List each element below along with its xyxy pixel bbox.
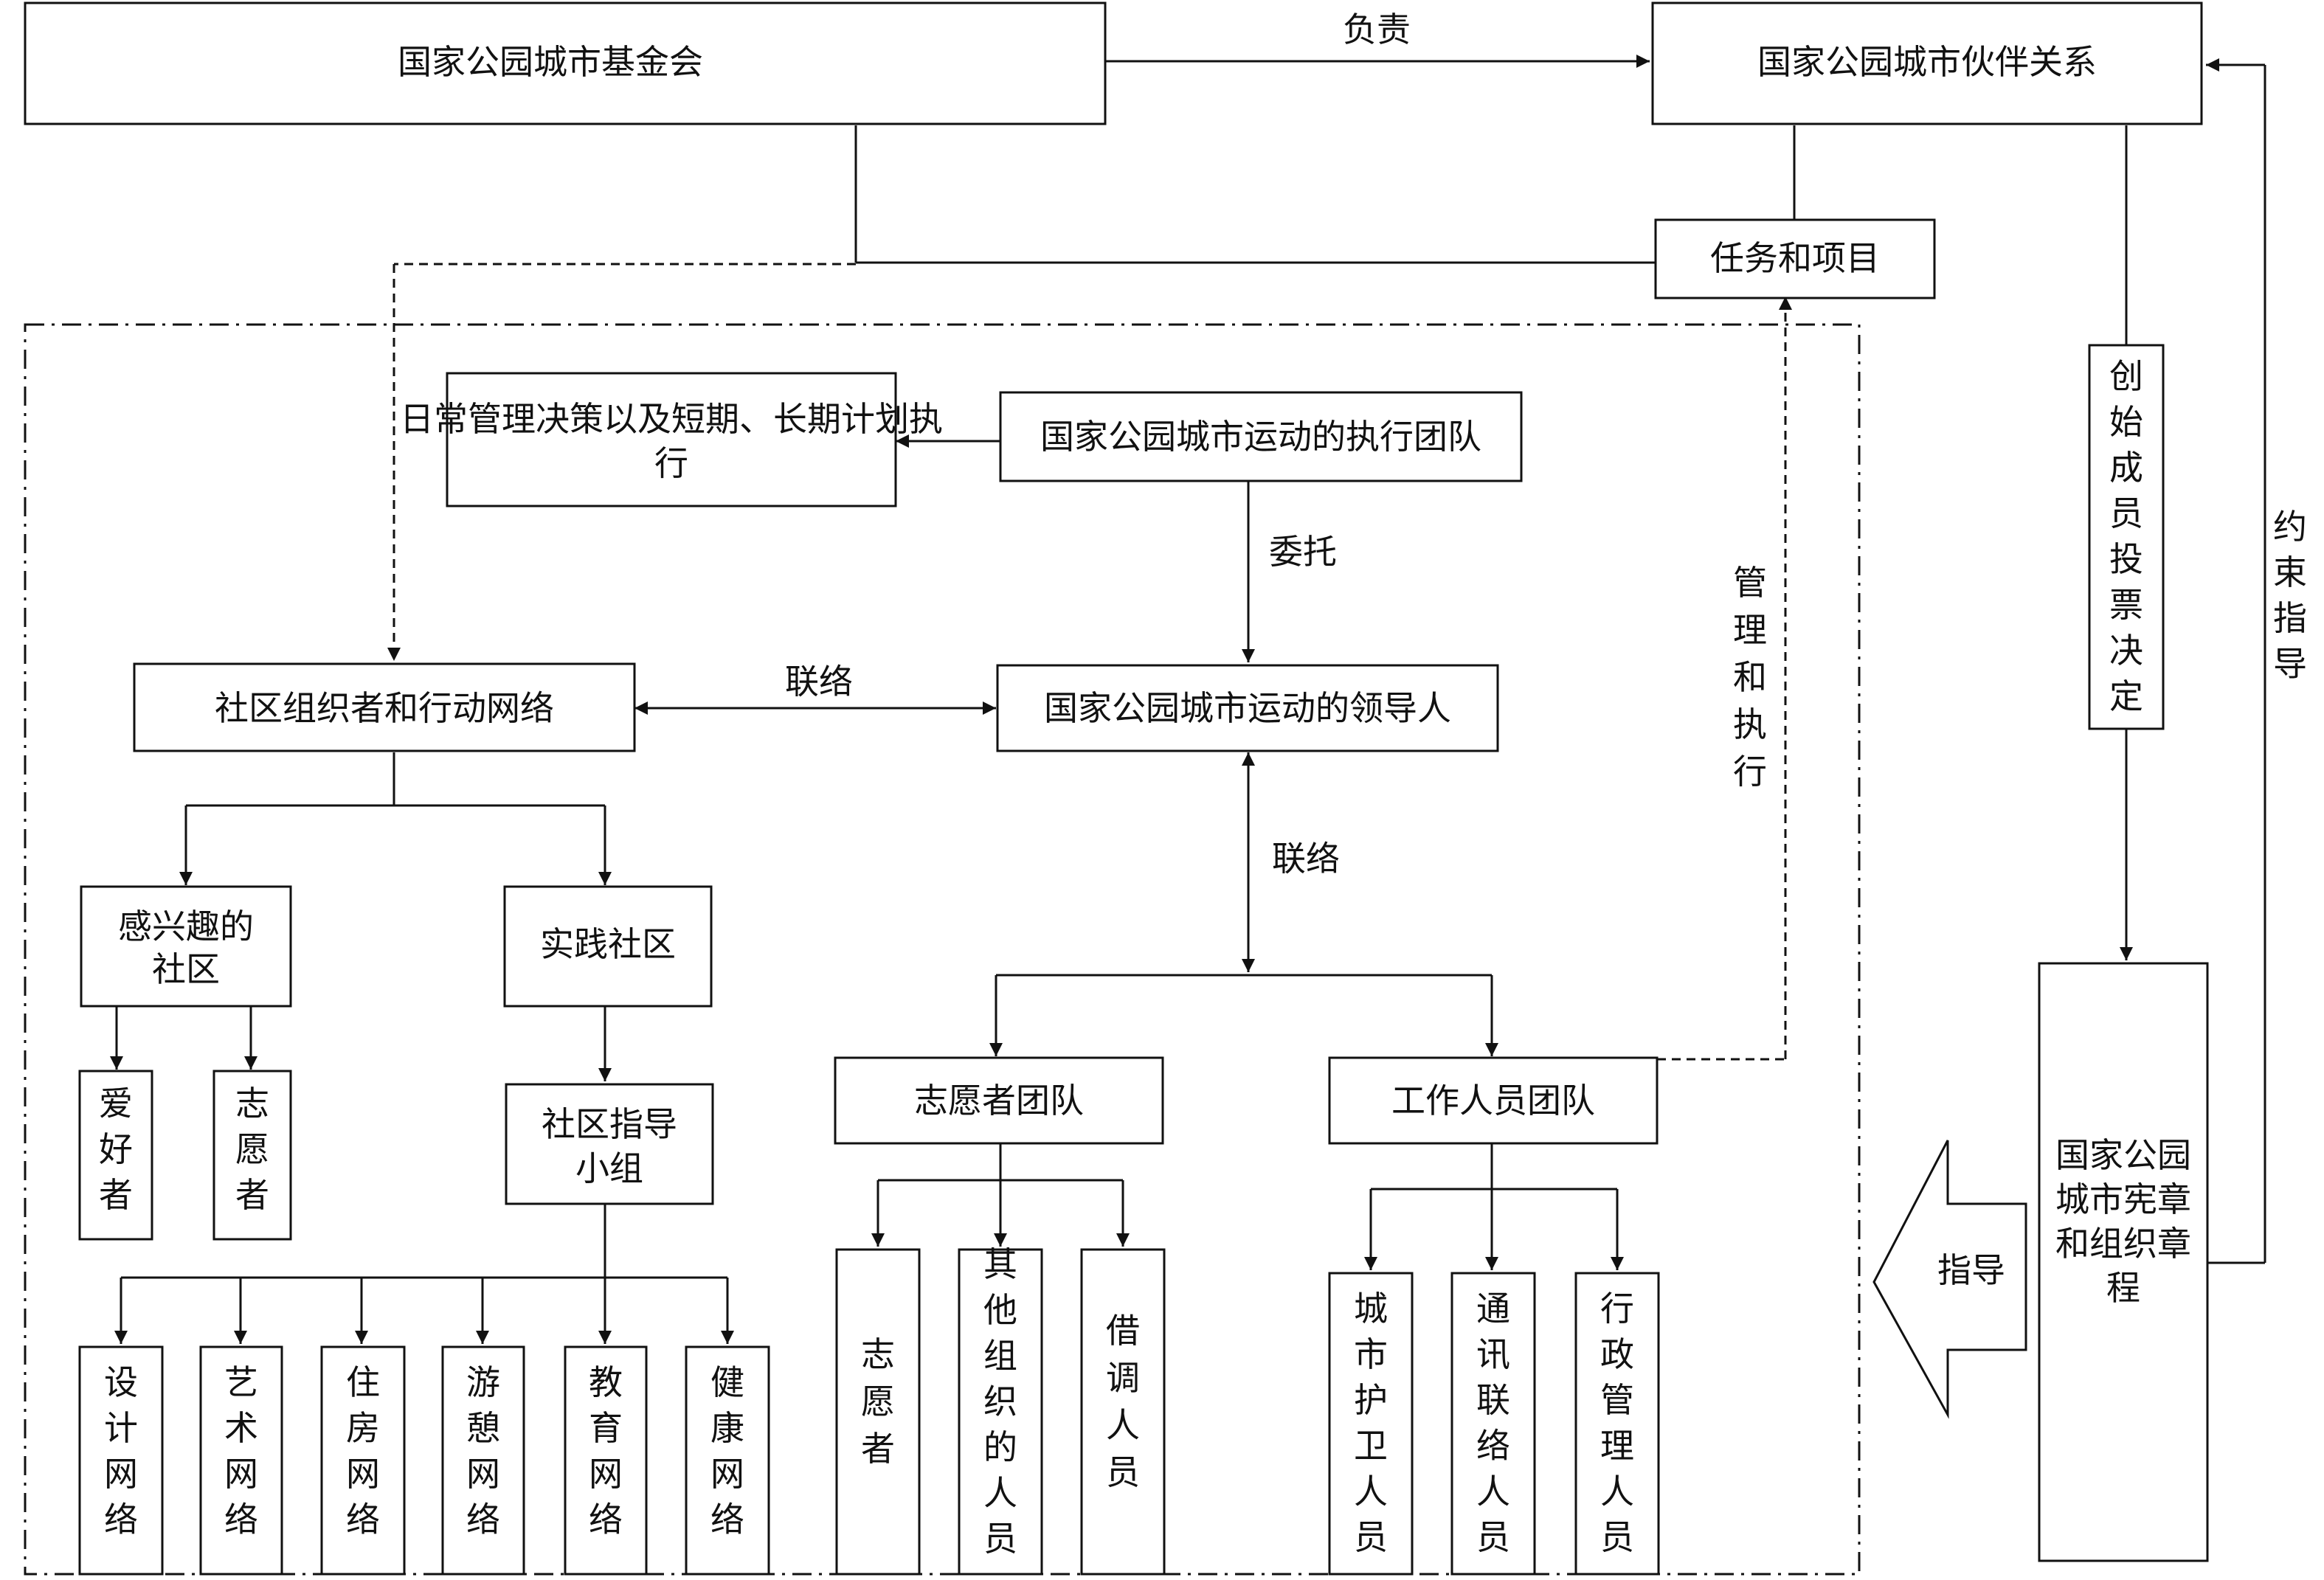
partnership-label: 国家公园城市伙伴关系 xyxy=(1757,42,2097,82)
tasks-box xyxy=(1654,218,1936,299)
leader-box xyxy=(996,664,1499,752)
volunteer-b-box xyxy=(835,1248,921,1576)
foundation-box xyxy=(24,1,1107,125)
exec-team-box xyxy=(999,391,1523,482)
volunteer-b-label: 志愿者 xyxy=(861,1334,895,1469)
design-net-box xyxy=(78,1345,164,1576)
seconded-box xyxy=(1080,1248,1166,1576)
housing-net-label: 住房网络 xyxy=(346,1362,380,1539)
guide-label: 指导 xyxy=(1937,1250,2005,1290)
staff-team-box xyxy=(1328,1056,1659,1145)
labels: 国家公园城市基金会 国家公园城市伙伴关系 任务和项目 日常管理决策以及短期、长期… xyxy=(99,10,2307,1559)
charter-label: 国家公园城市宪章和组织章程 xyxy=(2055,1135,2191,1308)
hobbyist-label: 爱好者 xyxy=(99,1084,133,1215)
practice-community-box xyxy=(503,885,713,1008)
daily-mgmt-label: 日常管理决策以及短期、长期计划执行 xyxy=(400,399,943,483)
design-net-label: 设计网络 xyxy=(104,1362,138,1539)
other-org-label: 其他组织的人员 xyxy=(983,1244,1017,1559)
volunteer-team-box xyxy=(834,1056,1164,1145)
leader-label: 国家公园城市运动的领导人 xyxy=(1044,688,1451,728)
partnership-box xyxy=(1651,1,2203,125)
housing-net-box xyxy=(320,1345,406,1576)
guide-group-box xyxy=(505,1083,714,1205)
community-org-box xyxy=(133,662,636,752)
staff-team-label: 工作人员团队 xyxy=(1391,1081,1595,1120)
ranger-box xyxy=(1328,1272,1414,1576)
entrust-label: 委托 xyxy=(1269,532,1337,572)
charter-box xyxy=(2038,962,2209,1562)
leisure-net-box xyxy=(441,1345,525,1576)
movement-boundary xyxy=(24,323,1861,1576)
guide-group-label: 社区指导小组 xyxy=(542,1104,677,1188)
tasks-label: 任务和项目 xyxy=(1710,238,1880,278)
daily-mgmt-box xyxy=(446,372,897,507)
boxes xyxy=(24,1,2209,1576)
edu-net-label: 教育网络 xyxy=(589,1362,623,1539)
interest-community-label: 感兴趣的社区 xyxy=(118,907,254,989)
edu-net-box xyxy=(564,1345,648,1576)
other-org-box xyxy=(958,1248,1043,1576)
constrain-guide-label: 约束指导 xyxy=(2273,507,2307,684)
liaison-label-2: 联络 xyxy=(1272,839,1340,879)
foundation-label: 国家公园城市基金会 xyxy=(398,42,703,82)
seconded-label: 借调人员 xyxy=(1106,1311,1140,1492)
admin-box xyxy=(1574,1272,1660,1576)
volunteer-team-label: 志愿者团队 xyxy=(914,1081,1084,1120)
hobbyist-box xyxy=(78,1070,153,1241)
founder-vote-box xyxy=(2088,344,2165,730)
ranger-label: 城市护卫人员 xyxy=(1354,1289,1388,1557)
health-net-label: 健康网络 xyxy=(710,1362,744,1539)
leisure-net-label: 游憩网络 xyxy=(466,1362,500,1539)
exec-team-label: 国家公园城市运动的执行团队 xyxy=(1040,417,1481,457)
volunteer-a-box xyxy=(212,1070,292,1241)
founder-vote-label: 创始成员投票决定 xyxy=(2109,356,2143,716)
comms-box xyxy=(1450,1272,1536,1576)
liaison-label-1: 联络 xyxy=(785,662,853,701)
volunteer-a-label: 志愿者 xyxy=(235,1084,269,1215)
responsible-label: 负责 xyxy=(1343,10,1411,49)
art-net-box xyxy=(199,1345,283,1576)
admin-label: 行政管理人员 xyxy=(1600,1289,1634,1557)
interest-community-box xyxy=(80,885,292,1008)
community-org-label: 社区组织者和行动网络 xyxy=(215,688,554,728)
health-net-box xyxy=(685,1345,770,1576)
connectors xyxy=(110,55,2266,1344)
comms-label: 通讯联络人员 xyxy=(1476,1289,1510,1557)
art-net-label: 艺术网络 xyxy=(224,1362,258,1539)
manage-execute-label: 管理和执行 xyxy=(1733,563,1767,791)
guide-arrow xyxy=(1872,1140,2027,1419)
practice-community-label: 实践社区 xyxy=(540,924,676,964)
